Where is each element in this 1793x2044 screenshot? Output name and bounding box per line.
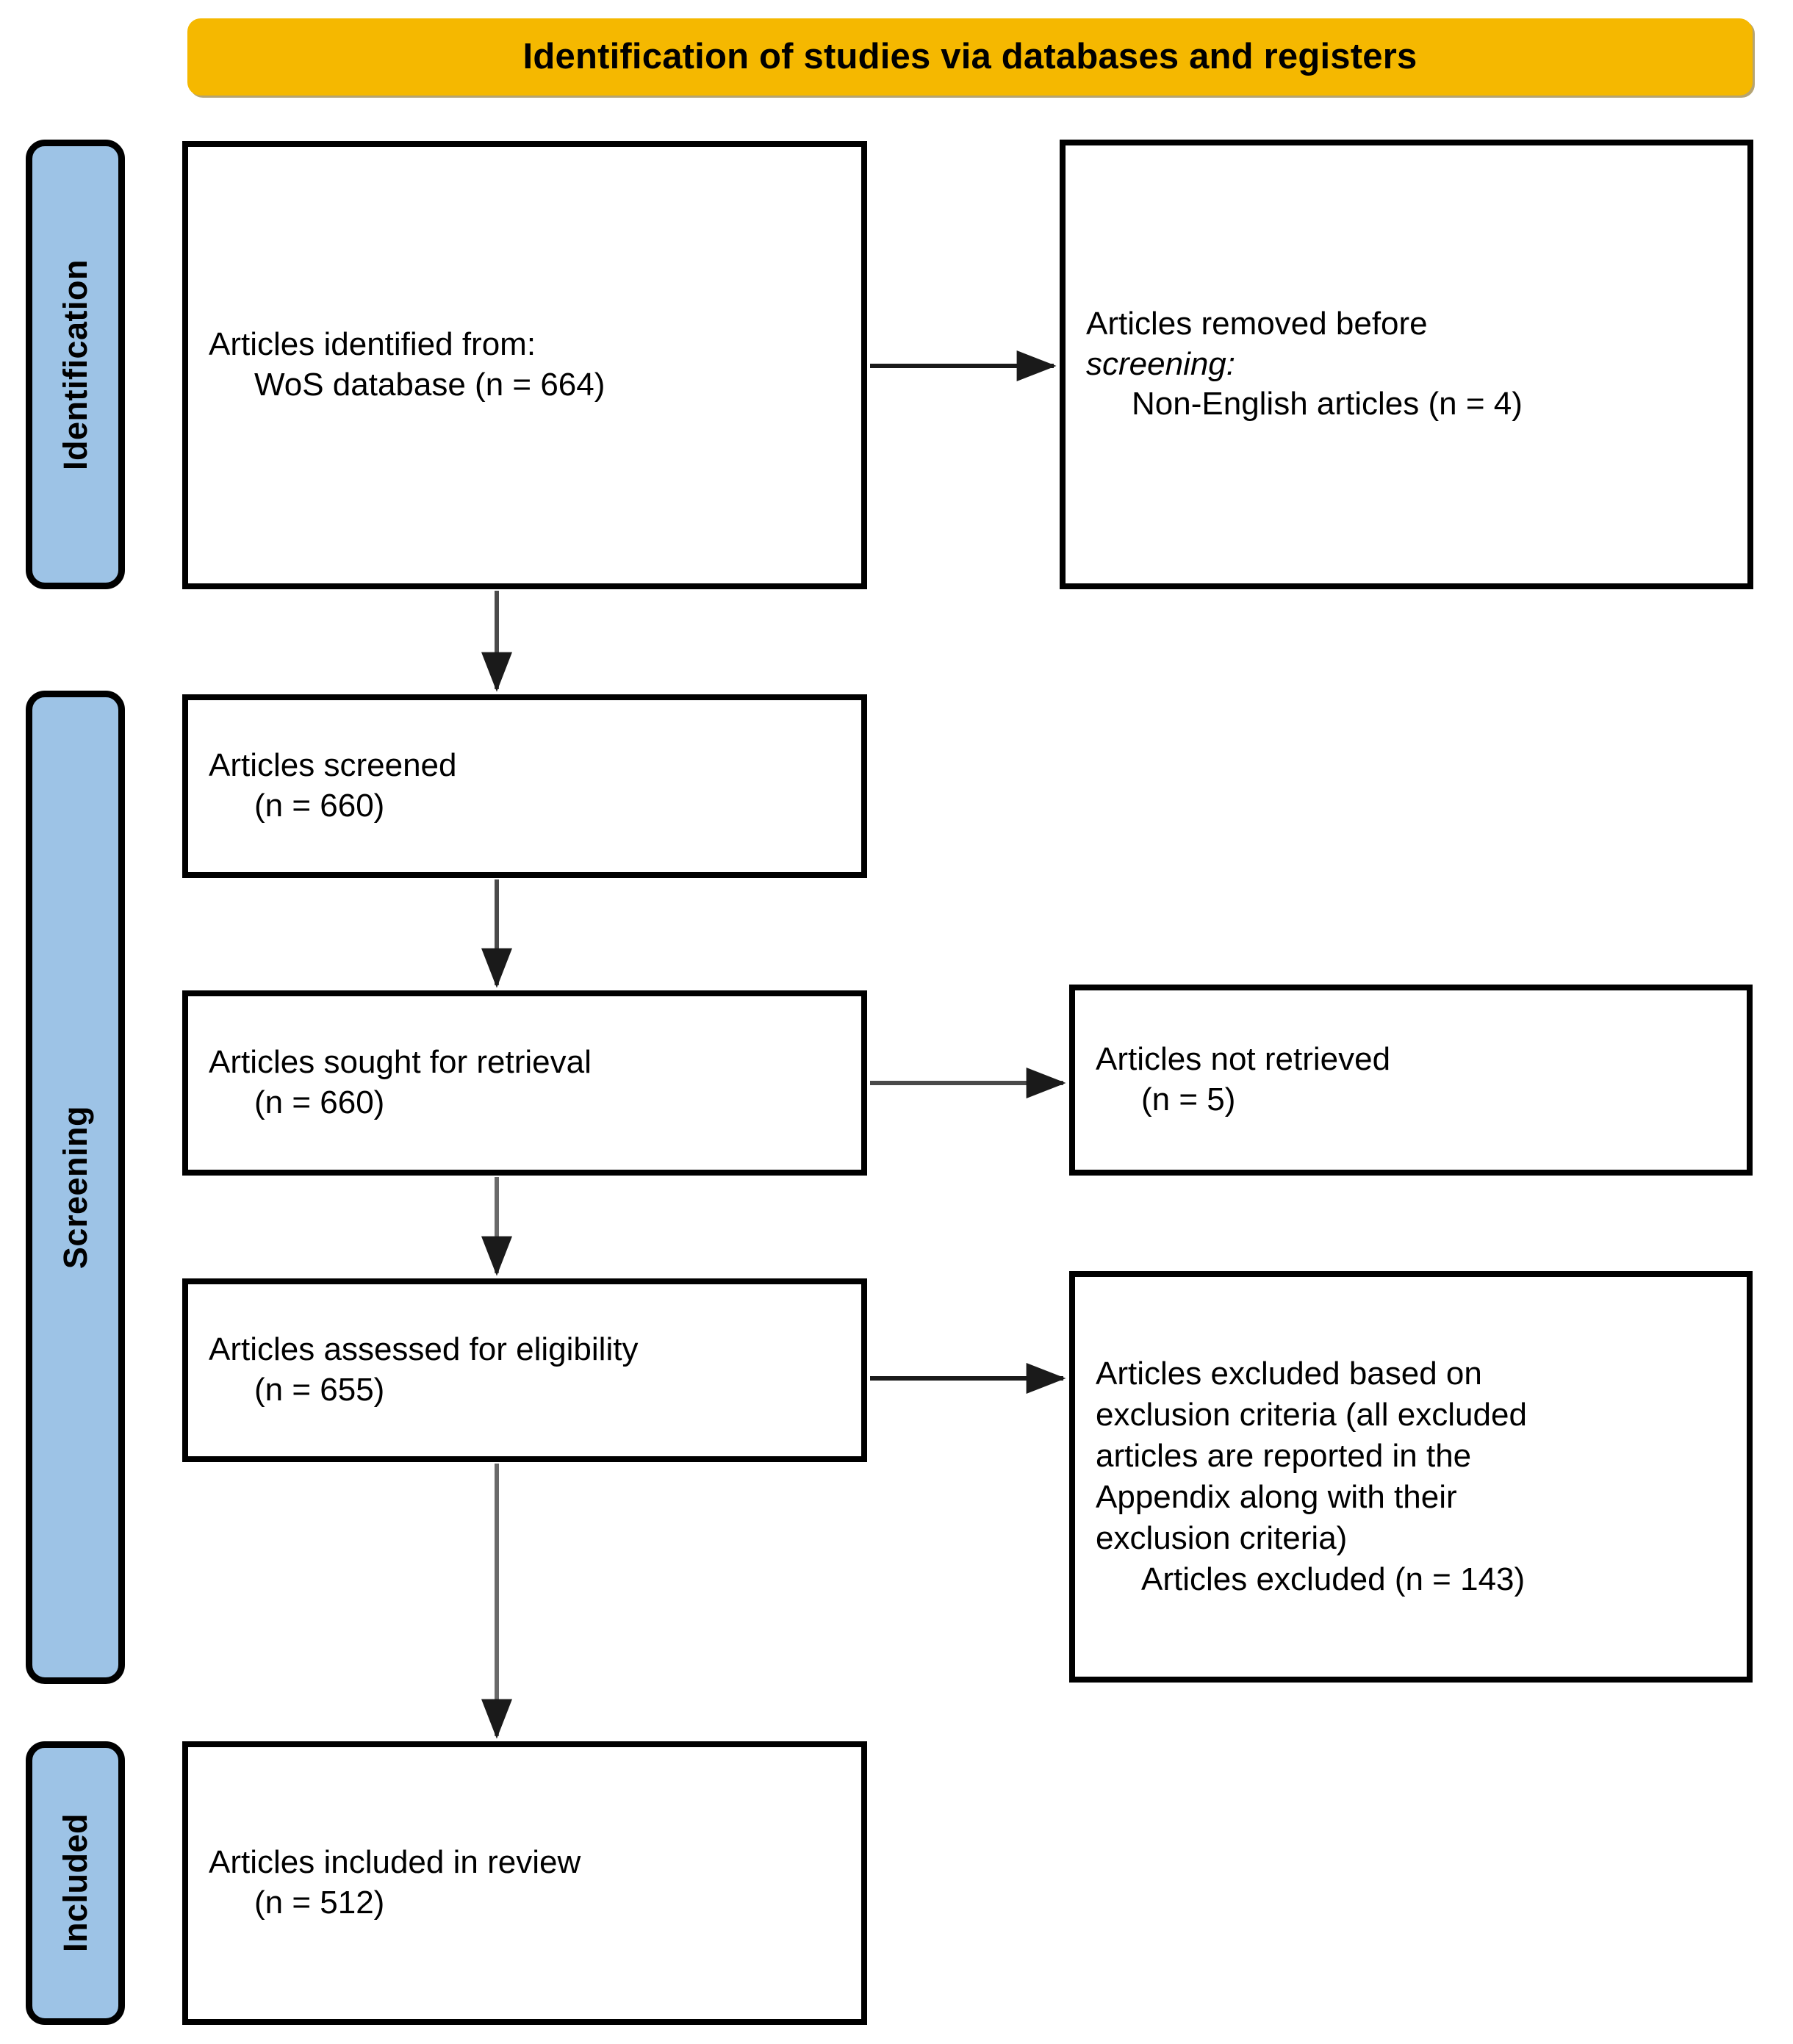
box-excluded-line-6: Articles excluded (n = 143) <box>1141 1561 1526 1597</box>
box-not-retrieved-line-1: Articles not retrieved <box>1096 1041 1391 1078</box>
stage-tab-screening: Screening <box>26 691 125 1684</box>
stage-tab-identification: Identification <box>26 140 125 589</box>
box-screened-line-1: Articles screened <box>209 747 457 784</box>
stage-label-included: Included <box>56 1813 94 1953</box>
box-identified-line-1: Articles identified from: <box>209 326 536 363</box>
box-excluded-line-1: Articles excluded based on <box>1096 1356 1482 1392</box>
box-excluded-line-5: exclusion criteria) <box>1096 1519 1348 1556</box>
box-articles-removed-before-screening: Articles removed before screening: Non-E… <box>1060 140 1753 589</box>
box-identified-line-2: WoS database (n = 664) <box>254 367 606 403</box>
box-articles-excluded: Articles excluded based on exclusion cri… <box>1069 1271 1753 1683</box>
box-removed-line-2: screening: <box>1086 345 1236 382</box>
box-assessed-line-1: Articles assessed for eligibility <box>209 1331 639 1368</box>
box-included-line-1: Articles included in review <box>209 1844 581 1881</box>
diagram-header-banner: Identification of studies via databases … <box>187 18 1753 96</box>
box-included-line-2: (n = 512) <box>254 1885 385 1921</box>
box-articles-screened: Articles screened (n = 660) <box>182 694 867 878</box>
box-excluded-line-2: exclusion criteria (all excluded <box>1096 1397 1527 1433</box>
stage-label-screening: Screening <box>56 1105 94 1270</box>
box-excluded-line-3: articles are reported in the <box>1096 1438 1472 1475</box>
box-removed-line-1-italic: before <box>1335 306 1428 342</box>
box-not-retrieved-line-2: (n = 5) <box>1141 1082 1236 1118</box>
box-excluded-line-4: Appendix along with their <box>1096 1479 1457 1515</box>
box-articles-included-in-review: Articles included in review (n = 512) <box>182 1741 867 2025</box>
box-removed-line-1-plain: Articles removed <box>1086 306 1336 342</box>
box-screened-line-2: (n = 660) <box>254 788 385 824</box>
box-articles-identified: Articles identified from: WoS database (… <box>182 141 867 589</box>
stage-label-identification: Identification <box>56 259 94 470</box>
box-articles-assessed-for-eligibility: Articles assessed for eligibility (n = 6… <box>182 1278 867 1462</box>
box-sought-line-1: Articles sought for retrieval <box>209 1044 592 1081</box>
stage-tab-included: Included <box>26 1741 125 2025</box>
box-articles-sought-for-retrieval: Articles sought for retrieval (n = 660) <box>182 990 867 1176</box>
box-removed-line-3: Non-English articles (n = 4) <box>1132 386 1523 422</box>
box-removed-line-1: Articles removed before <box>1086 304 1727 345</box>
box-assessed-line-2: (n = 655) <box>254 1372 385 1408</box>
diagram-title: Identification of studies via databases … <box>522 36 1417 76</box>
box-articles-not-retrieved: Articles not retrieved (n = 5) <box>1069 985 1753 1176</box>
box-sought-line-2: (n = 660) <box>254 1084 385 1120</box>
